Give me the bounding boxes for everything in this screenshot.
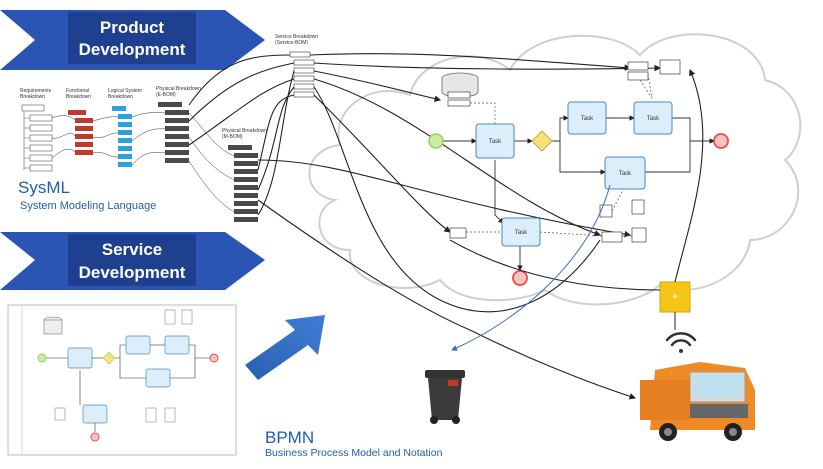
col-mbom-1: Physical Breakdown	[222, 128, 267, 134]
gateway	[531, 130, 553, 152]
col-ebom-1: Physical Breakdown	[156, 86, 201, 92]
task-1-label: Task	[489, 139, 502, 145]
task-4-label: Task	[619, 171, 632, 177]
col-functional-1: Functional	[66, 88, 89, 94]
task-4	[604, 156, 646, 190]
bpmn-process: Task Task Task Task Task	[428, 59, 729, 286]
bpmn-thumbnail	[7, 304, 237, 456]
task-5	[501, 217, 541, 247]
service-banner-line1: Service	[102, 240, 163, 259]
task-3-label: Task	[647, 116, 660, 122]
service-banner-line2: Development	[79, 263, 186, 282]
task-5-label: Task	[515, 230, 528, 236]
wifi-icon	[665, 332, 697, 353]
col-logical-1: Logical System	[108, 88, 142, 94]
task-3	[633, 101, 673, 135]
sysml-breakdown: Requirements Breakdown Functional Breakd…	[20, 34, 318, 222]
task-1	[475, 123, 515, 159]
sysml-subtitle: System Modeling Language	[20, 200, 157, 212]
waste-bin-icon	[425, 370, 465, 424]
col-logical-2: Breakdown	[108, 94, 133, 100]
col-requirements-2: Breakdown	[20, 94, 45, 100]
start-event	[428, 133, 444, 149]
garbage-truck-icon	[640, 362, 755, 441]
iot-tag-icon: +	[659, 281, 691, 313]
bpmn-title: BPMN	[265, 428, 315, 447]
product-development-banner: Product Development	[0, 10, 265, 70]
task-2-label: Task	[581, 116, 594, 122]
sysml-title: SysML	[18, 178, 70, 197]
end-event-2	[512, 270, 528, 286]
cloud-icon	[308, 33, 802, 306]
product-banner-line2: Development	[79, 40, 186, 59]
iot-tag-label: +	[672, 292, 678, 303]
col-requirements-1: Requirements	[20, 88, 52, 94]
trace-links	[188, 53, 662, 400]
service-development-banner: Service Development	[0, 232, 265, 290]
col-service-2: (Service-BOM)	[275, 40, 308, 46]
bpmn-subtitle: Business Process Model and Notation	[265, 447, 443, 459]
big-arrow-icon	[245, 315, 325, 380]
task-2	[567, 101, 607, 135]
col-ebom-2: (E-BOM)	[156, 92, 176, 98]
product-banner-line1: Product	[100, 18, 165, 37]
col-service-1: Service Breakdown	[275, 34, 318, 40]
col-mbom-2: (M-BOM)	[222, 134, 243, 140]
col-functional-2: Breakdown	[66, 94, 91, 100]
end-event	[713, 133, 729, 149]
